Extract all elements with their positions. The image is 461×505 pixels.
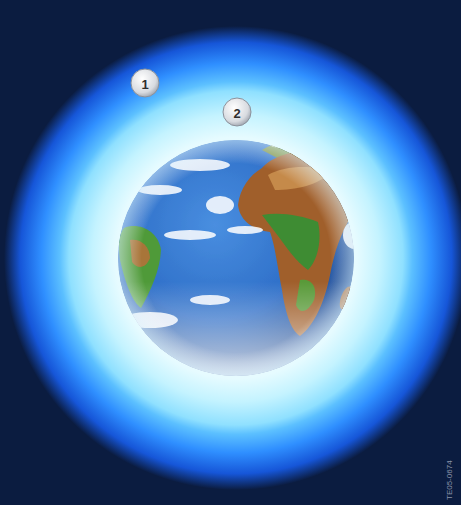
callout-badge bbox=[223, 98, 251, 126]
image-reference-watermark: TE05-0674 bbox=[446, 460, 454, 500]
callout-badge bbox=[131, 69, 159, 97]
callout-number: 2 bbox=[233, 107, 240, 120]
callout-number: 1 bbox=[141, 78, 148, 91]
